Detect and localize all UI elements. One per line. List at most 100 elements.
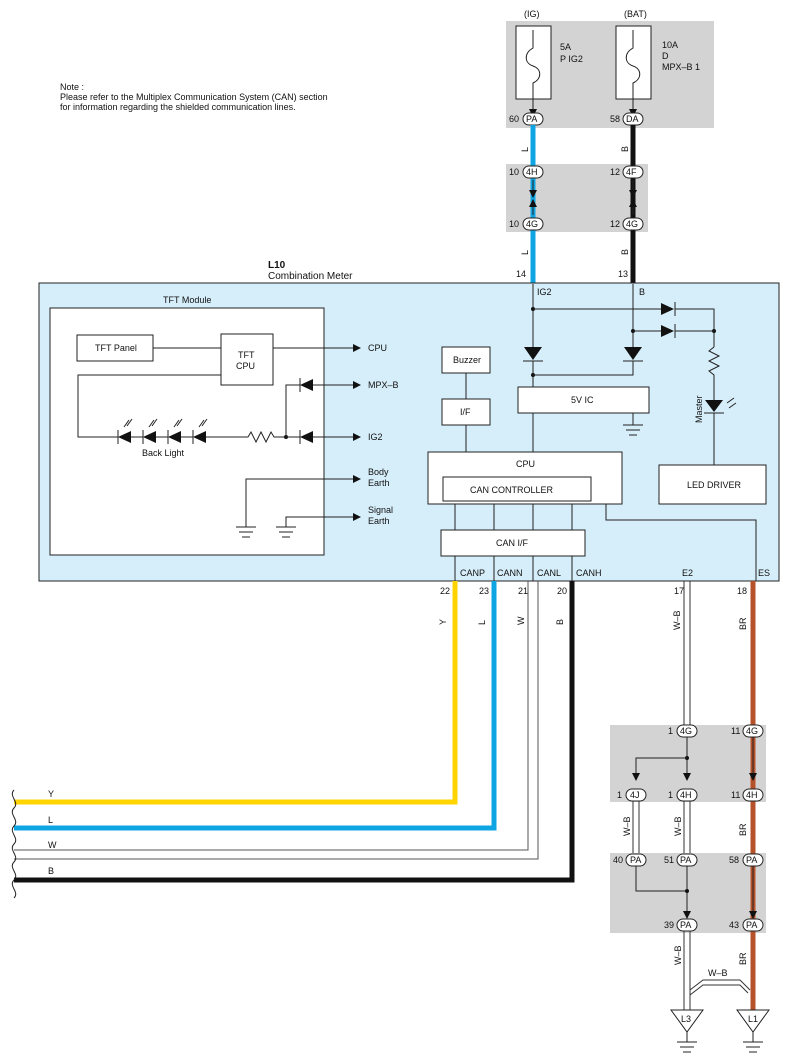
wire-color-canl: W (516, 616, 526, 625)
pin-label: 1 (668, 790, 673, 800)
connector-label: 4G (680, 726, 692, 736)
buzzer-box (441, 346, 491, 374)
connector-oval (742, 918, 764, 932)
wire-canp-yellow (14, 581, 458, 805)
connector-label: 4G (526, 219, 538, 229)
bus-label-l: L (48, 815, 53, 825)
connector-label: PA (630, 855, 641, 865)
resistor-icon (206, 430, 286, 444)
conn-4g-10: 10 4G (509, 217, 544, 231)
buzzer-label: Buzzer (453, 355, 481, 365)
fuse-bat-code: D (662, 51, 669, 61)
diode-master-2-icon (661, 325, 674, 337)
fuse-bat-amp: 10A (662, 40, 678, 50)
ground-l3: L3 (670, 1009, 704, 1053)
led-driver-box (658, 464, 767, 505)
ground-icon (236, 526, 256, 538)
pin-name-e2: E2 (682, 568, 693, 578)
pin-label: 12 (610, 167, 620, 177)
ground-icon (677, 1032, 697, 1053)
tft-cpu-label-1: TFT (238, 350, 255, 360)
ground-icon (743, 1032, 763, 1053)
meter-name: Combination Meter (268, 271, 353, 282)
pin-label: 58 (610, 114, 620, 124)
connector-label: 4F (626, 167, 637, 177)
wire-break-icon (11, 789, 17, 899)
pin-number-canl: 21 (518, 586, 528, 596)
pin-label: 58 (729, 855, 739, 865)
can-controller-label: CAN CONTROLLER (470, 485, 554, 495)
cpu-label: CPU (516, 459, 535, 469)
meter-pin-b: 13 (618, 269, 628, 279)
conn-4g-11: 11 4G (731, 724, 764, 738)
conn-da-58: 58 DA (610, 112, 644, 126)
connector-label: 4J (630, 790, 640, 800)
if-box (441, 398, 491, 426)
if-label: I/F (460, 407, 471, 417)
ground-l1: L1 (736, 1009, 770, 1053)
led-driver-label: LED DRIVER (687, 480, 742, 490)
fuse-ig-amp: 5A (560, 42, 571, 52)
fuse-ig-name: P IG2 (560, 54, 583, 64)
connector-label: 4H (746, 790, 758, 800)
can-if-label: CAN I/F (496, 538, 529, 548)
arrow-signal-earth (285, 513, 361, 527)
connector-oval (676, 918, 698, 932)
pin-number-canp: 22 (440, 586, 450, 596)
pin-name-canl: CANL (537, 568, 561, 578)
ground-point-icon (736, 1009, 770, 1033)
wire-color-es: BR (738, 617, 748, 630)
pin-number-es: 18 (737, 586, 747, 596)
pin-label: 10 (509, 219, 519, 229)
back-light-label: Back Light (142, 448, 185, 458)
fuse-ig-icon (525, 30, 541, 99)
tft-panel-box (76, 334, 154, 362)
led-icon (193, 431, 206, 443)
pin-label: 11 (731, 790, 740, 800)
note: Note : Please refer to the Multiplex Com… (60, 82, 328, 112)
tft-cpu-label-2: CPU (236, 361, 255, 371)
wire-cann-blue (14, 581, 497, 831)
tft-panel-label: TFT Panel (95, 343, 137, 353)
pin-label: 40 (613, 855, 623, 865)
bus-label-y: Y (48, 789, 54, 799)
pin-label: 10 (509, 167, 519, 177)
meter-pin-ig2: 14 (516, 269, 526, 279)
ground-label-l1: L1 (748, 1014, 758, 1024)
fuse-bat: (BAT) 10A D MPX–B 1 (608, 9, 714, 128)
led-icon (118, 431, 131, 443)
ground-label-l3: L3 (681, 1014, 691, 1024)
meter-code: L10 (268, 260, 286, 271)
diode-mpxb-icon (300, 379, 313, 391)
led-icon (168, 431, 181, 443)
conn-4g-12: 12 4G (610, 217, 644, 231)
meter-label-ig2: IG2 (537, 287, 552, 297)
wire-color-e2: W–B (672, 610, 682, 630)
wire-canl-white-outer (14, 581, 529, 851)
connector-oval (625, 788, 647, 802)
led-master-icon (705, 400, 723, 412)
ground-icon (623, 413, 643, 436)
signal-earth-label-2: Earth (368, 516, 390, 526)
pin-name-cann: CANN (497, 568, 523, 578)
connector-label: PA (746, 855, 757, 865)
pin-name-canh: CANH (576, 568, 602, 578)
diode-ig2-internal-icon (524, 347, 542, 360)
pin-label: 11 (731, 726, 740, 736)
connector-oval (742, 788, 764, 802)
conn-4f-12: 12 4F (610, 165, 644, 179)
connector-label: PA (680, 920, 691, 930)
wire-color-canp: Y (438, 619, 448, 625)
conn-pa-51: 51 PA (664, 853, 698, 867)
backlight-leds (117, 418, 208, 444)
pin-label: 43 (729, 920, 739, 930)
connector-oval (522, 217, 544, 231)
pin-number-cann: 23 (479, 586, 489, 596)
wire-color-ig: L (520, 147, 530, 152)
connector-oval (676, 788, 698, 802)
pin-number-canh: 20 (557, 586, 567, 596)
wire-color-cann: L (477, 620, 487, 625)
resistor-master-icon (707, 346, 721, 400)
conn-4g-1: 1 4G (668, 724, 698, 738)
note-line-2: for information regarding the shielded c… (60, 102, 296, 112)
